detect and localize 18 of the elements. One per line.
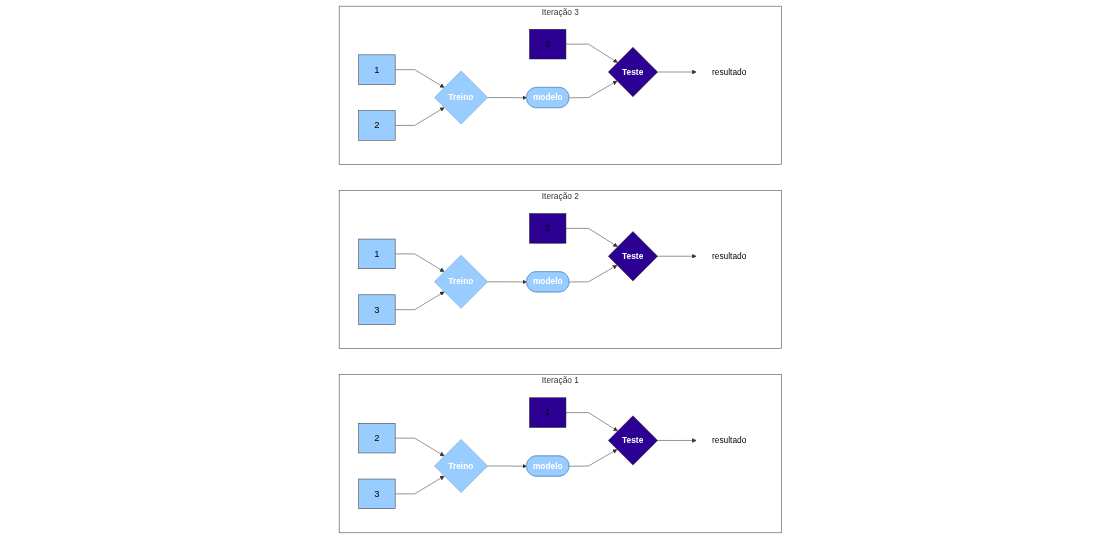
node-box: 1 xyxy=(358,238,396,269)
node-text: resultado xyxy=(711,251,746,261)
node-diamond: Treino xyxy=(433,254,488,309)
node-diamond: Teste xyxy=(607,47,658,97)
node-box: 1 xyxy=(358,54,396,85)
node-diamond: Treino xyxy=(433,439,488,493)
node-box: 2 xyxy=(528,213,566,244)
node-box: 1 xyxy=(528,397,566,428)
node-box: 3 xyxy=(528,29,566,60)
node-diamond: Treino xyxy=(433,70,488,125)
node-diamond: Teste xyxy=(607,231,658,282)
node-text: resultado xyxy=(711,67,746,77)
node-text: resultado xyxy=(711,435,746,445)
node-box: 2 xyxy=(358,110,396,141)
node-diamond: Teste xyxy=(607,415,658,466)
node-box: 2 xyxy=(358,423,396,454)
node-box: 3 xyxy=(358,294,396,325)
node-box: 3 xyxy=(358,478,396,509)
